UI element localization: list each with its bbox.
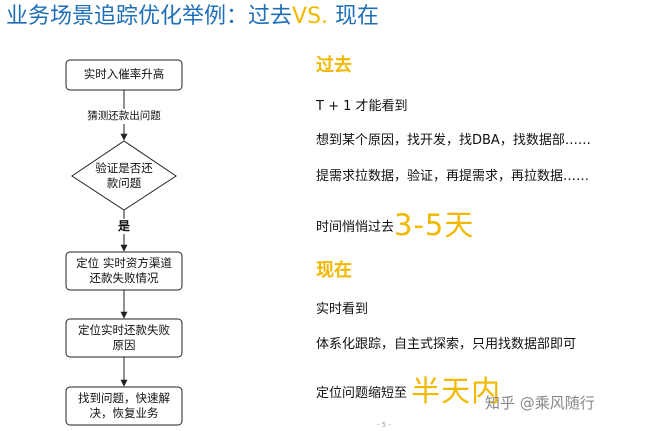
page-title: 业务场景追踪优化举例：过去VS. 现在 bbox=[6, 2, 379, 32]
flow-step-2-label: 定位 实时资方渠道 还款失败情况 bbox=[76, 256, 172, 285]
flow-yes-label: 是 bbox=[114, 219, 134, 234]
page-number: - 5 - bbox=[377, 421, 391, 429]
past-line-2: 想到某个原因，找开发，找DBA，找数据部…… bbox=[316, 133, 591, 148]
title-tail: 现在 bbox=[328, 4, 380, 29]
watermark: 知乎 @乘风随行 bbox=[485, 394, 595, 412]
past-line-4-prefix: 时间悄悄过去 bbox=[316, 220, 395, 235]
title-vs: VS. bbox=[292, 4, 329, 29]
now-line-3-prefix: 定位问题缩短至 bbox=[316, 386, 412, 401]
flow-step-4 bbox=[65, 386, 183, 426]
flow-step-4-label: 找到问题，快速解 决，恢复业务 bbox=[78, 391, 170, 420]
past-line-3: 提需求拉数据，验证，再提需求，再拉数据…… bbox=[316, 169, 590, 184]
now-highlight: 半天内 bbox=[411, 374, 502, 408]
flow-step-1-label: 实时入催率升高 bbox=[83, 67, 165, 81]
now-line-3: 定位问题缩短至 半天内 bbox=[316, 368, 501, 410]
past-line-1: T + 1 才能看到 bbox=[316, 99, 408, 114]
past-line-4: 时间悄悄过去3-5天 bbox=[316, 202, 474, 244]
now-line-2: 体系化跟踪，自主式探索，只用找数据部即可 bbox=[316, 337, 577, 352]
past-heading: 过去 bbox=[316, 55, 352, 76]
flow-edge-1-label: 猜测还款出问题 bbox=[74, 109, 174, 124]
title-main: 业务场景追踪优化举例：过去 bbox=[6, 4, 293, 29]
flow-step-3-label: 定位实时还款失败 原因 bbox=[78, 323, 170, 352]
now-heading: 现在 bbox=[316, 260, 352, 281]
flow-decision-label: 验证是否还 款问题 bbox=[95, 161, 153, 190]
past-highlight: 3-5天 bbox=[394, 208, 475, 242]
now-line-1: 实时看到 bbox=[316, 302, 369, 317]
